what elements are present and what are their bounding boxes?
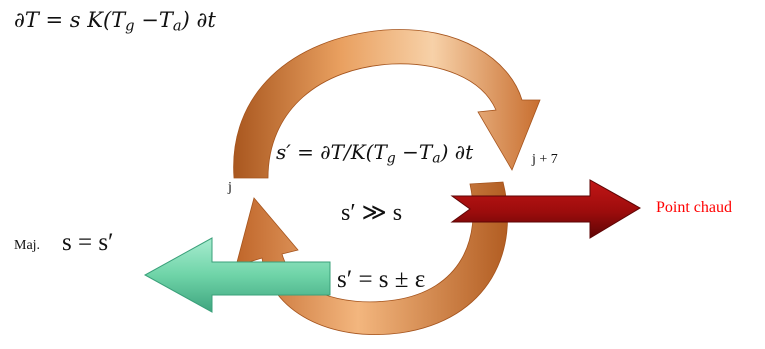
much-greater-relation: s′ ≫ s — [341, 200, 403, 226]
heat-flux-equation: ∂T = s K(Tg −Ta) ∂t — [14, 8, 216, 35]
estimate-equation: s′ = ∂T/K(Tg −Ta) ∂t — [276, 140, 474, 167]
update-arrow — [143, 237, 331, 313]
cycle-arc-top — [233, 29, 541, 179]
hot-spot-arrow — [450, 179, 641, 239]
hot-spot-label: Point chaud — [656, 199, 732, 216]
approx-equal-relation: s′ = s ± ε — [337, 266, 426, 293]
update-prefix-label: Maj. — [14, 238, 41, 253]
update-equation: s = s′ — [62, 229, 114, 256]
step-j-label: j — [228, 180, 232, 195]
step-j7-label: j + 7 — [532, 152, 558, 167]
